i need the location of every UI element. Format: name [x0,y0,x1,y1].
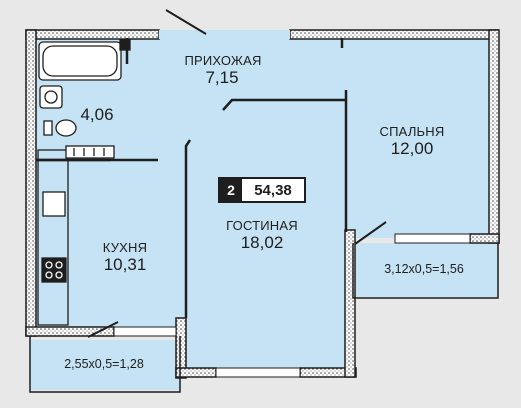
doors [87,9,387,338]
bedroom-lower-fill [346,100,490,238]
total-area: 54,38 [254,181,292,199]
right-balcony-outline [352,243,499,299]
toilet-icon [55,119,77,137]
kitchen-fixtures [37,145,115,326]
interior-walls [36,38,348,318]
bathroom-fixtures [38,39,131,137]
left-balcony-outline [29,336,181,393]
left-balcony-fill [30,340,180,390]
stove-icon [41,257,67,283]
kitchen-counter [37,149,69,326]
bedroom-name: СПАЛЬНЯ [379,124,445,139]
kitchen-balcony-door [87,321,119,338]
living-fill [186,100,346,376]
wall-left [25,29,37,337]
kitchen-fill [36,160,186,330]
bathroom-area: 4,06 [80,105,114,124]
hallway-name: ПРИХОЖАЯ [184,53,262,68]
kitchen-area: 10,31 [103,255,147,274]
balconies [29,243,499,393]
hood-icon [65,145,115,159]
entrance-door [165,9,207,35]
room-fills [30,38,498,390]
living-room-name: ГОСТИНАЯ [226,218,298,233]
window-living [215,367,301,378]
kitchen-sink-icon [42,191,66,217]
right-balcony-label: 3,12x0,5=1,56 [384,262,464,276]
living-left-wall [184,139,192,318]
room-count: 2 [220,179,242,201]
wall-bottom-living-left [175,367,217,378]
wall-top-left [25,29,160,40]
wall-kitchen-right [175,317,187,379]
window-top [159,30,290,39]
apartment-badge: 2 54,38 [218,177,306,203]
washer-icon [119,39,131,51]
bedroom-balcony-door [354,221,387,245]
window-kitchen [113,326,177,337]
wall-right [488,29,500,244]
kitchen-name: КУХНЯ [102,240,148,255]
bedroom-area: 12,00 [390,139,434,158]
window-bedroom [394,233,471,244]
windows [113,30,471,378]
wall-bedroom-bottom-right [469,233,500,244]
hallway-area: 7,15 [205,68,239,87]
sink-icon [39,85,63,109]
wall-living-right-lower [344,229,356,378]
right-balcony-fill [353,243,498,298]
bathtub-icon [38,41,122,81]
living-room-area: 18,02 [240,233,284,252]
wall-top-right [289,29,499,40]
living-top-wall [222,98,346,111]
left-balcony-label: 2,55x0,5=1,28 [64,357,144,371]
